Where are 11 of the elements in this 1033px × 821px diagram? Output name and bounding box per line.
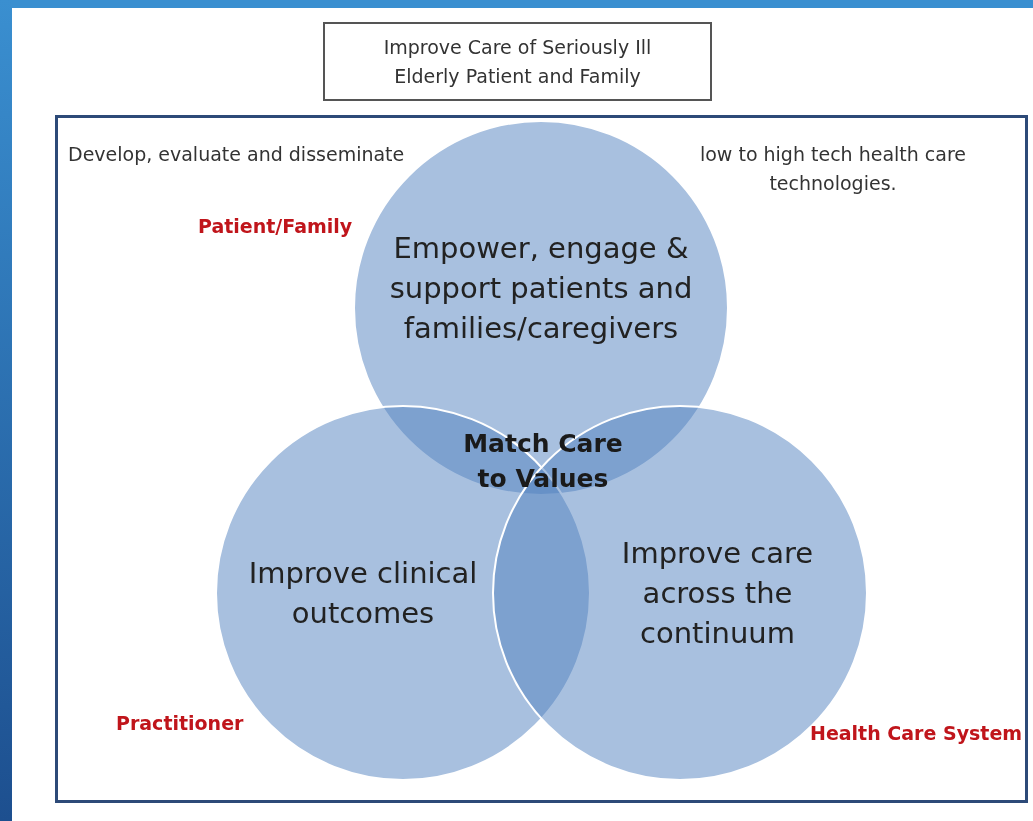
outer-frame [55,115,1028,803]
title-box [323,22,712,101]
circle-text: Improve clinical outcomes [247,555,479,632]
category-label: Practitioner [116,712,244,734]
frame-text: Develop, evaluate and disseminate [68,142,406,167]
title-text: Improve Care of Seriously Ill Elderly Patient and Family [382,35,653,89]
frame-text: low to high tech health care technologies. [698,142,968,196]
category-label: Patient/Family [198,215,353,237]
circle-text: Empower, engage & support patients and families/caregivers [388,229,694,347]
category-label: Health Care System [810,722,1023,744]
circle-text: Improve care across the continuum [620,534,815,652]
